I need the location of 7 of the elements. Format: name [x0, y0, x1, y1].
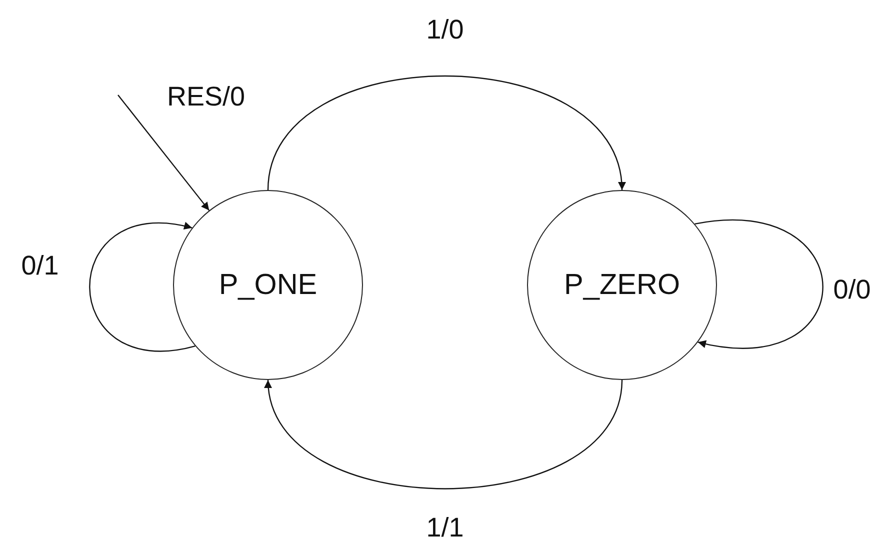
arrow [89, 222, 196, 352]
state-name: P_ZERO [564, 268, 680, 302]
arrow [267, 76, 624, 190]
arrow [266, 380, 623, 490]
state-name: P_ONE [218, 268, 318, 302]
arrow [694, 220, 824, 349]
arrow [118, 94, 210, 211]
